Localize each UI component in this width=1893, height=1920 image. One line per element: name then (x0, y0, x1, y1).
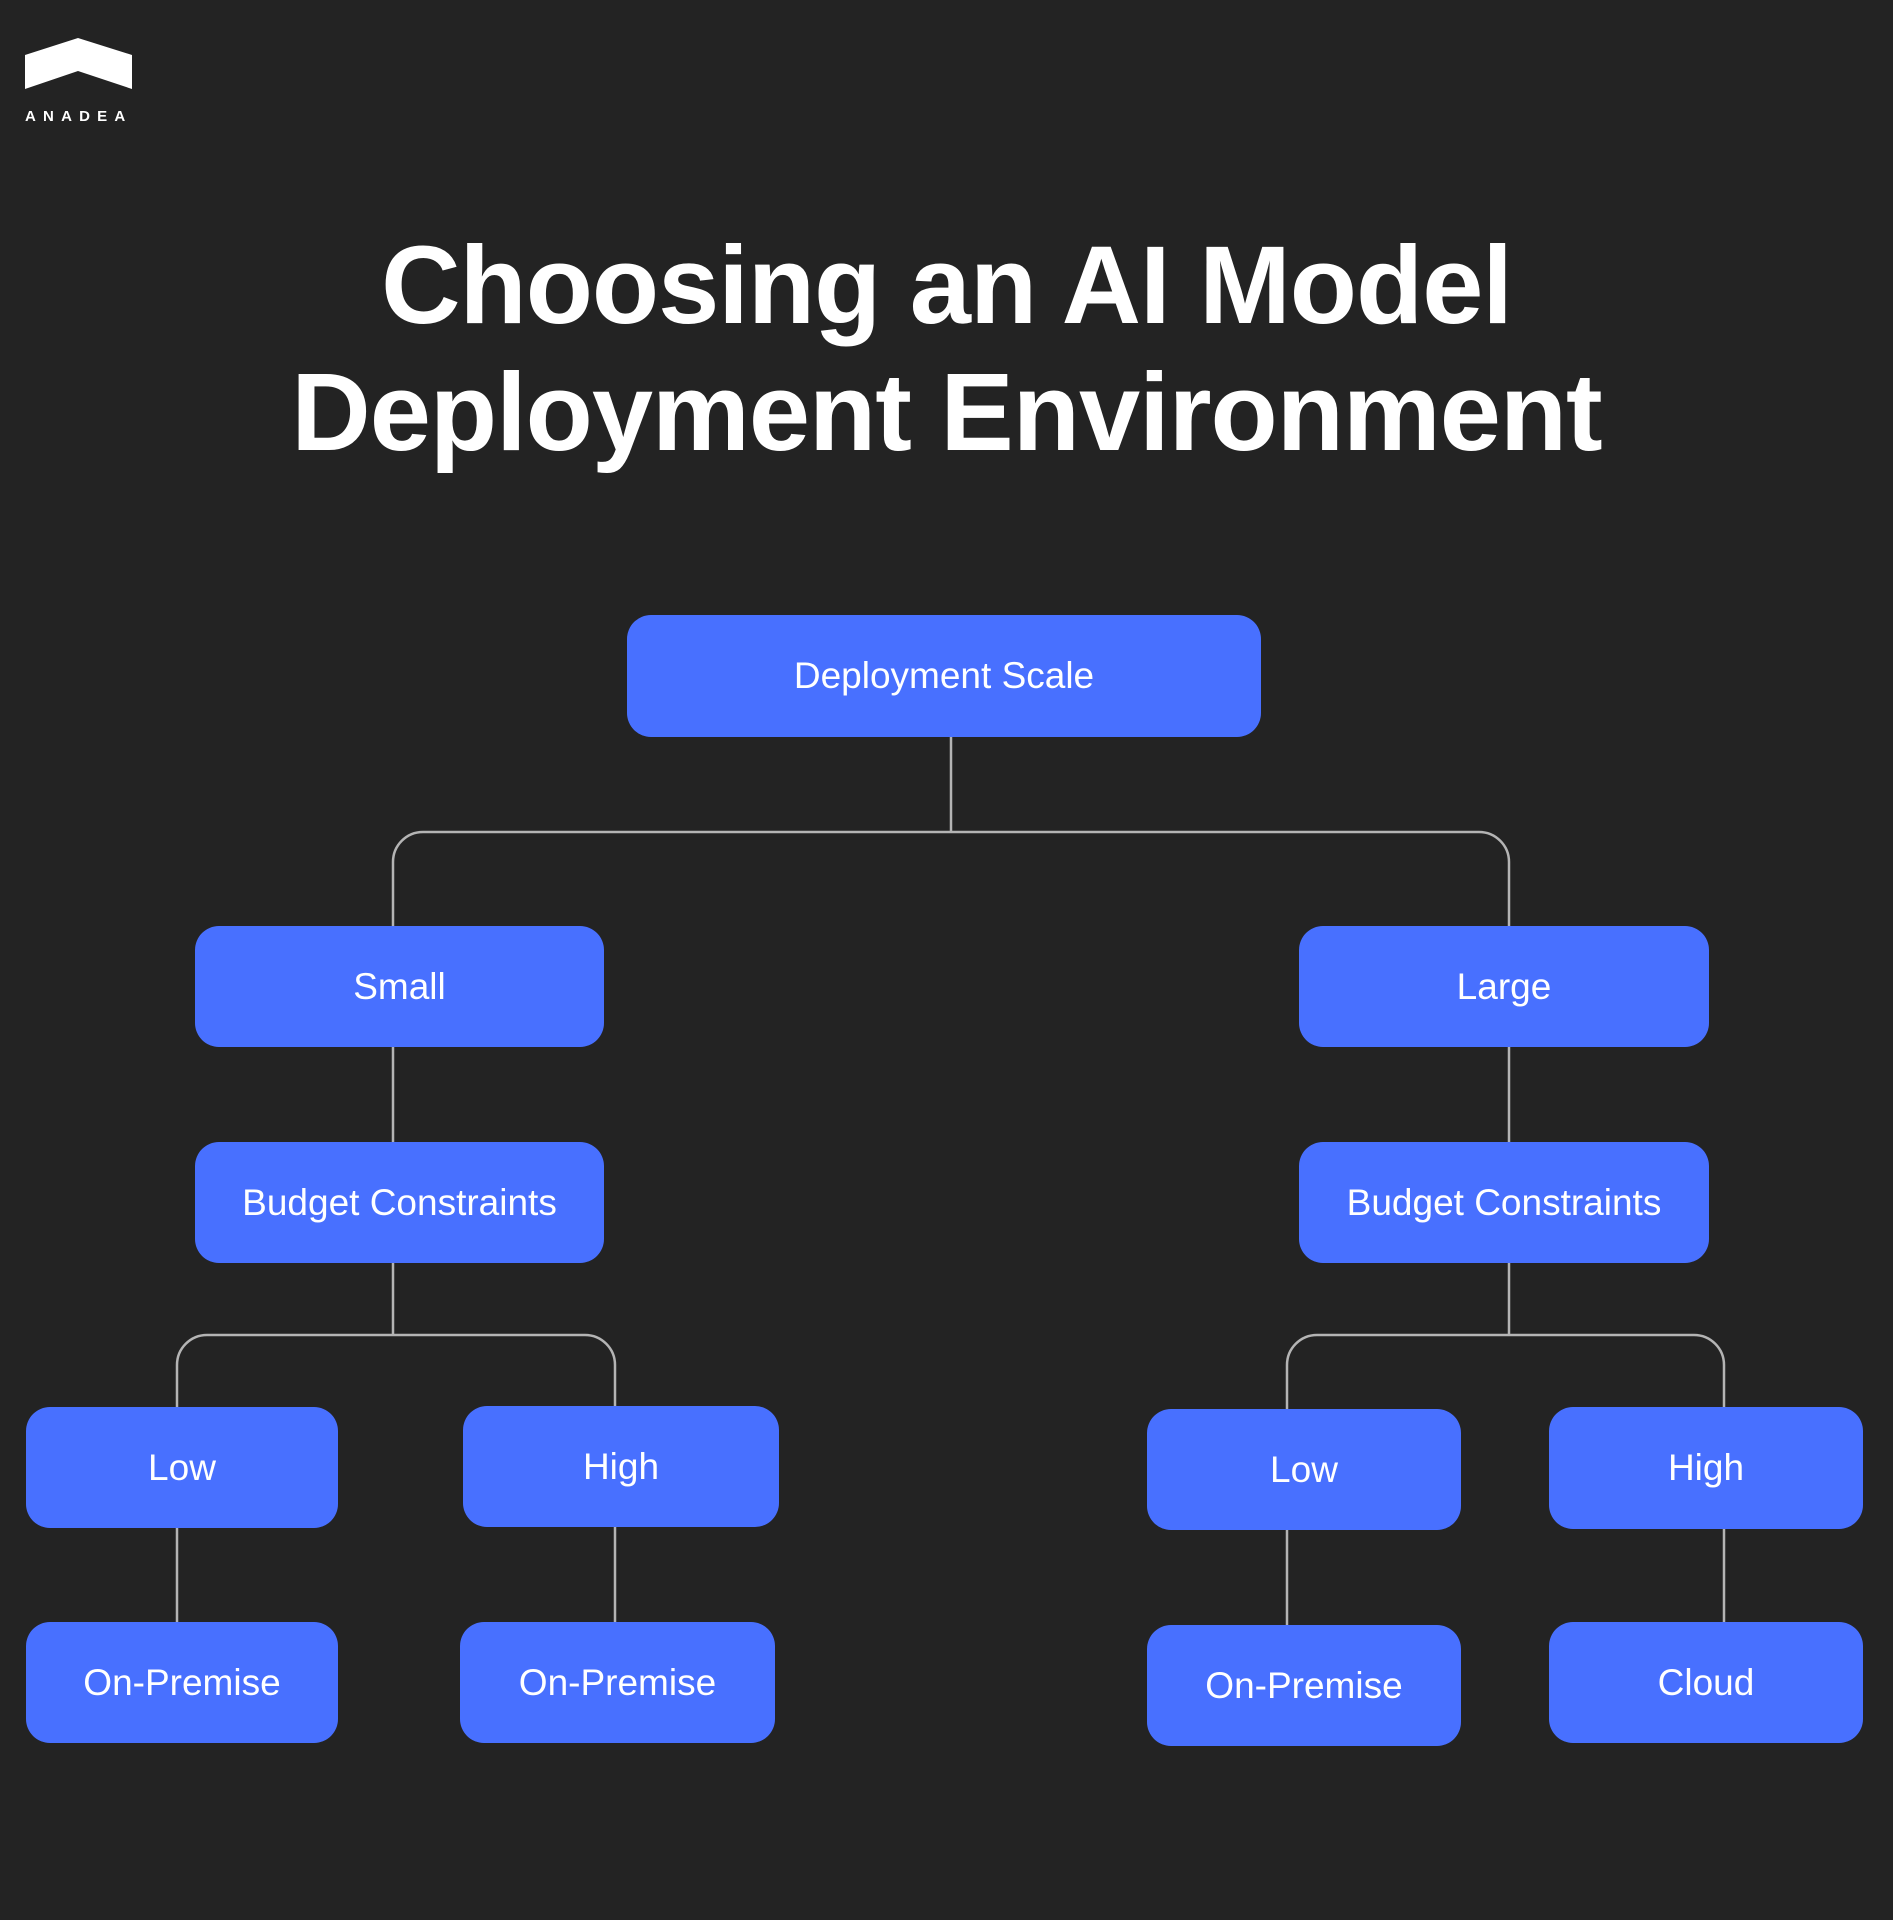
node-small-high-result: On-Premise (460, 1622, 775, 1743)
node-large-high-result: Cloud (1549, 1622, 1863, 1743)
node-small-high: High (463, 1406, 779, 1527)
node-label: Low (1270, 1448, 1338, 1490)
node-label: On-Premise (518, 1661, 717, 1703)
node-large-low-result: On-Premise (1147, 1625, 1461, 1746)
connector-root-fork (391, 830, 1511, 926)
node-label: On-Premise (1205, 1664, 1403, 1706)
node-label: Deployment Scale (793, 655, 1095, 696)
node-label: Large (1456, 965, 1552, 1007)
node-small-budget-constraints: Budget Constraints (195, 1142, 604, 1263)
connector-large-fork (1285, 1333, 1726, 1409)
node-label: Small (353, 965, 446, 1007)
page-title: Choosing an AI Model Deployment Environm… (0, 222, 1893, 476)
node-label: High (1667, 1447, 1745, 1488)
title-line-2: Deployment Environment (291, 351, 1602, 474)
anadea-logo: ANADEA (25, 37, 133, 127)
logo-wordmark: ANADEA (25, 108, 133, 125)
node-large-low: Low (1147, 1409, 1461, 1530)
node-label: On-Premise (83, 1661, 281, 1703)
node-label: Cloud (1657, 1661, 1755, 1703)
node-large: Large (1299, 926, 1709, 1047)
title-line-1: Choosing an AI Model (381, 224, 1513, 347)
node-large-budget-constraints: Budget Constraints (1299, 1142, 1709, 1263)
connector-small-fork (175, 1333, 617, 1407)
node-small-low: Low (26, 1407, 338, 1528)
node-label: High (582, 1445, 660, 1487)
anadea-chevron-logo-icon (25, 38, 132, 89)
node-deployment-scale: Deployment Scale (627, 615, 1261, 737)
node-label: Budget Constraints (1346, 1181, 1662, 1223)
node-small: Small (195, 926, 604, 1047)
node-large-high: High (1549, 1407, 1863, 1529)
node-small-low-result: On-Premise (26, 1622, 338, 1743)
node-label: Budget Constraints (242, 1181, 557, 1223)
node-label: Low (148, 1446, 216, 1488)
